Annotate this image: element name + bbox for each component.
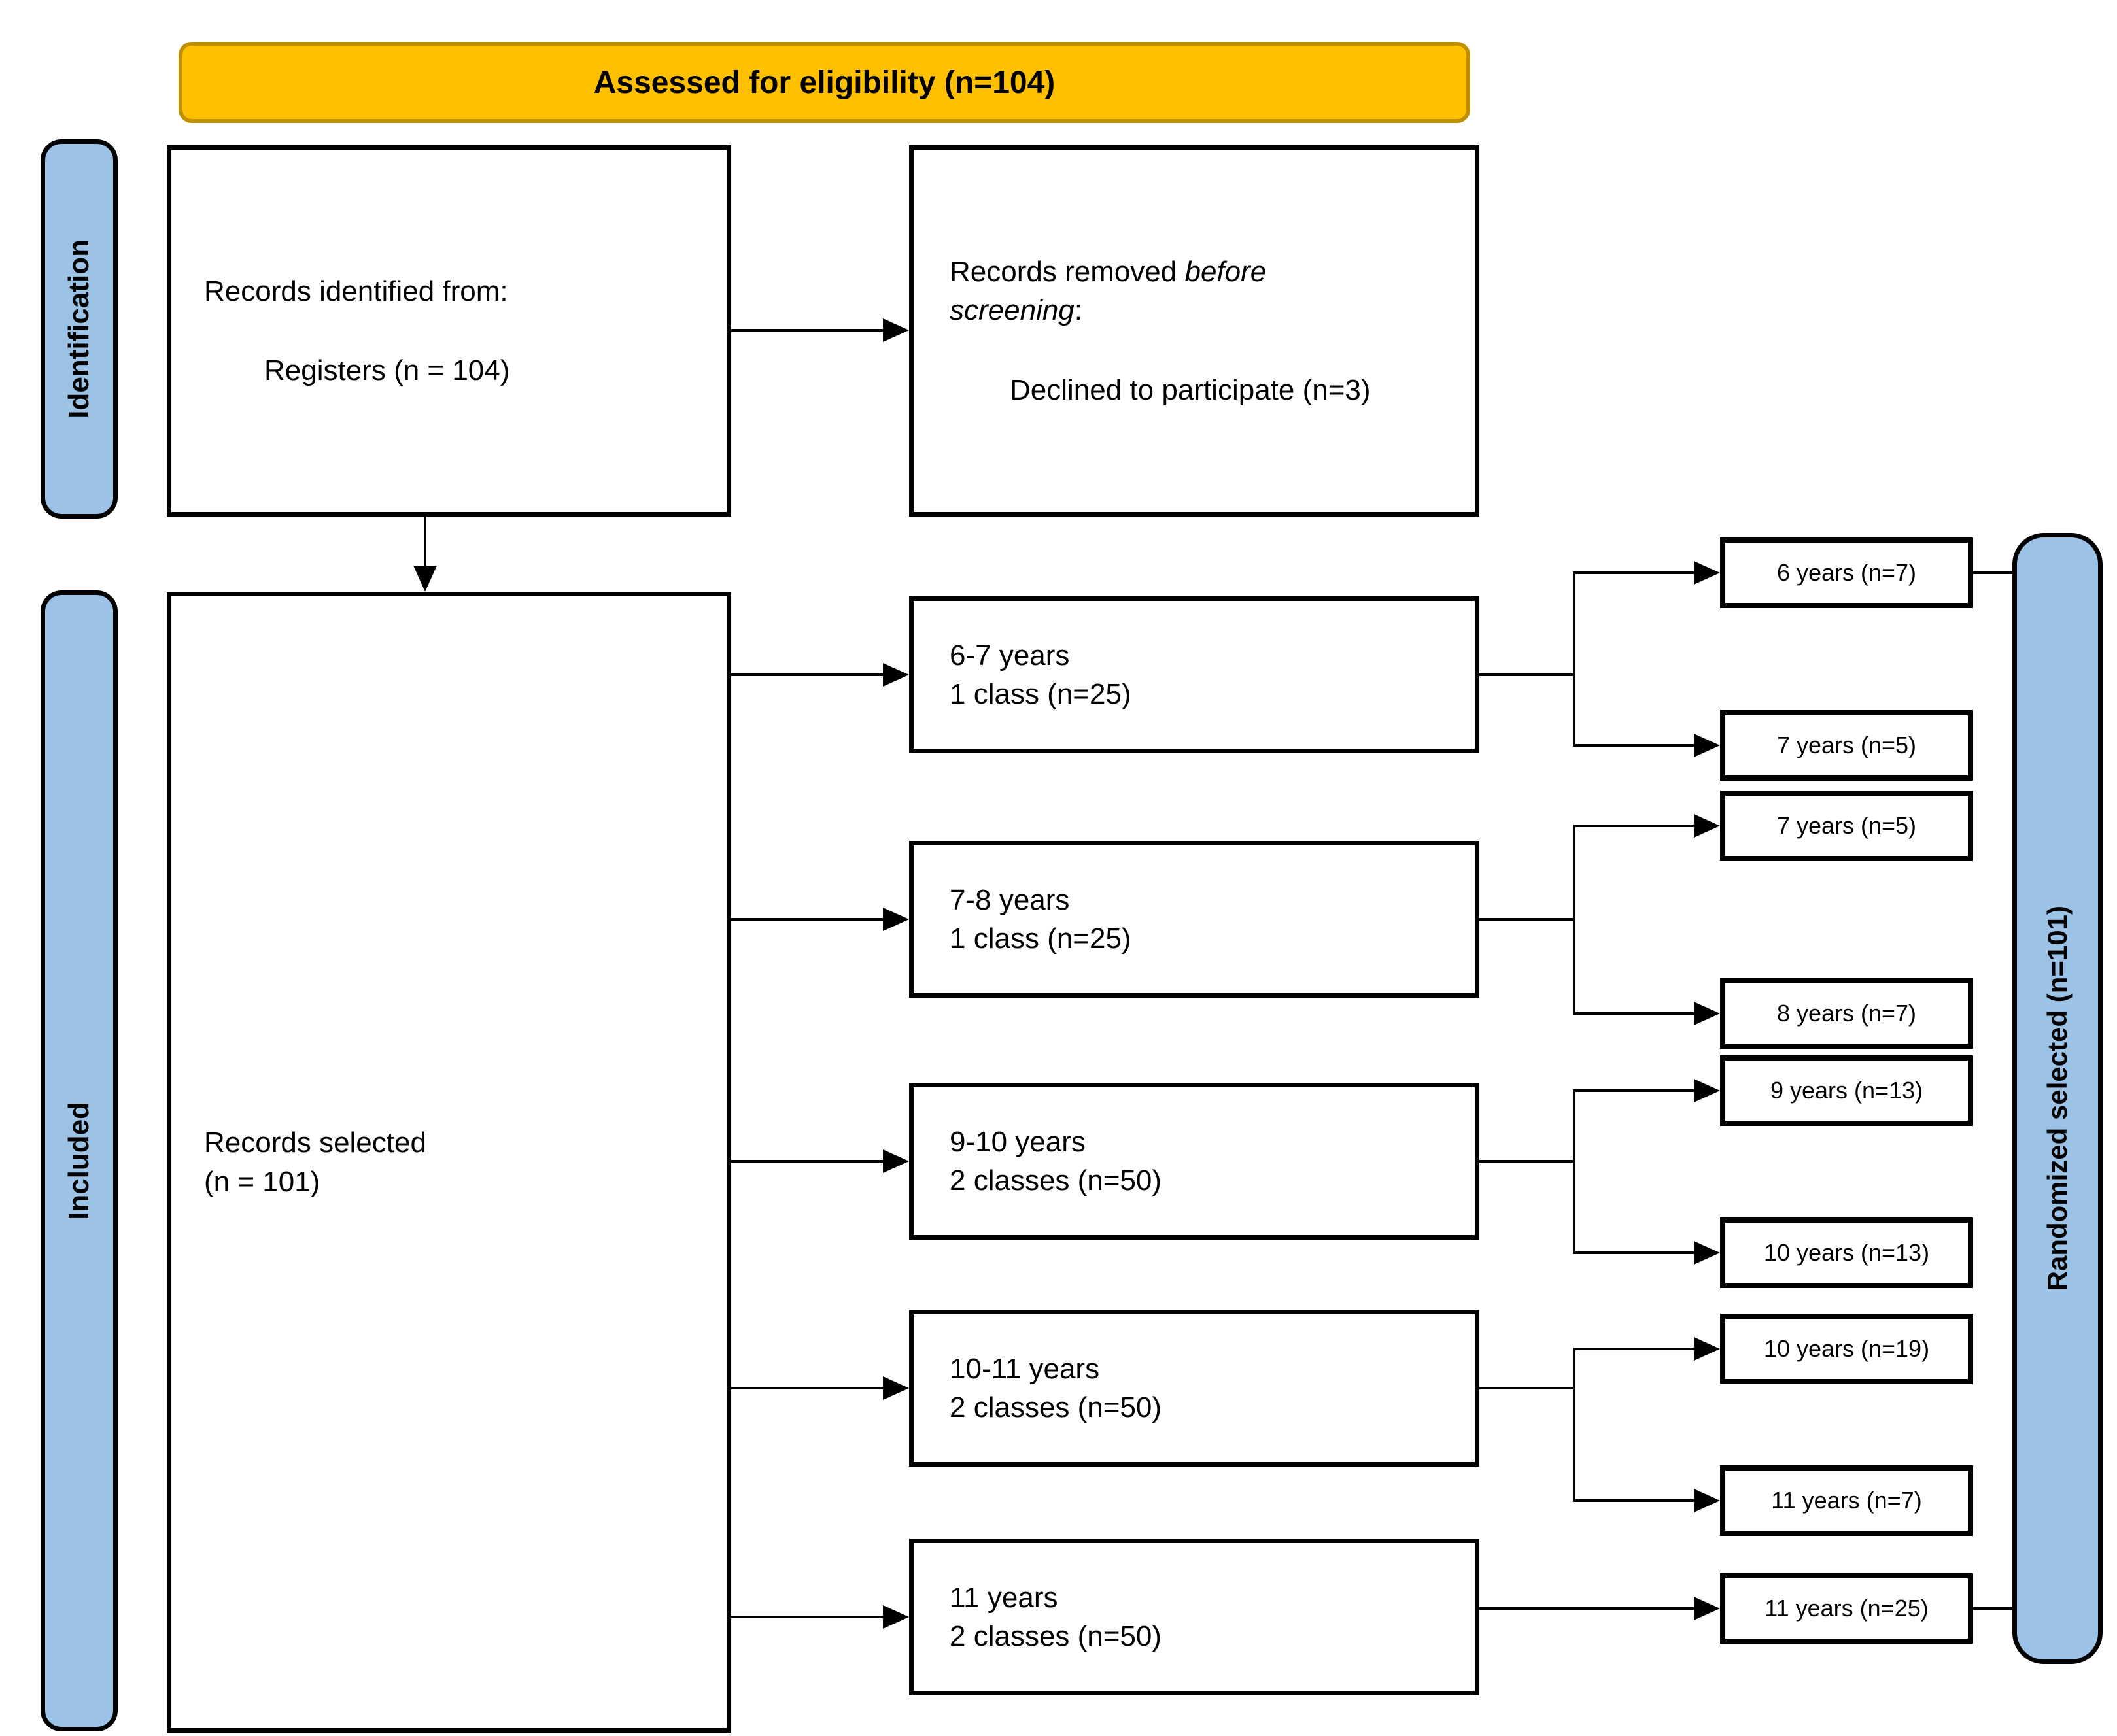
connector-line [1573, 1089, 1694, 1092]
age-group-box-10-11: 10-11 years 2 classes (n=50) [909, 1310, 1479, 1467]
age-range: 10-11 years [950, 1352, 1100, 1385]
connector-line [1479, 1387, 1575, 1389]
arrowhead [413, 566, 437, 592]
connector-line [1573, 1348, 1575, 1502]
connector-line [1573, 571, 1575, 747]
records-selected-line1: Records selected [204, 1127, 426, 1159]
outcome-box-8y7: 8 years (n=7) [1720, 978, 1973, 1049]
records-removed-line1: Records removed before screening: [950, 252, 1355, 330]
records-identified-box: Records identified from: Registers (n = … [167, 145, 731, 517]
arrowhead [1694, 734, 1720, 757]
records-removed-italic: before screening [950, 255, 1267, 327]
eligibility-banner-label: Assessed for eligibility (n=104) [593, 65, 1056, 100]
outcome-label: 9 years (n=13) [1770, 1077, 1923, 1104]
records-selected-line2: (n = 101) [204, 1165, 320, 1198]
outcome-label: 7 years (n=5) [1776, 732, 1917, 758]
connector-line [731, 1616, 883, 1618]
connector-line [1573, 1499, 1694, 1502]
stage-tab-identification-label: Identification [63, 239, 95, 418]
arrowhead [883, 1605, 909, 1629]
connector-line [1479, 1160, 1575, 1163]
age-group-box-6-7: 6-7 years 1 class (n=25) [909, 596, 1479, 753]
connector-line [424, 517, 426, 566]
connector-line [1573, 825, 1575, 1015]
age-group-box-9-10: 9-10 years 2 classes (n=50) [909, 1083, 1479, 1240]
stage-tab-included-label: Included [63, 1102, 95, 1220]
connector-line [731, 673, 883, 676]
outcome-box-9y13: 9 years (n=13) [1720, 1055, 1973, 1126]
arrowhead [883, 908, 909, 931]
age-range: 7-8 years [950, 883, 1070, 916]
arrowhead [883, 1149, 909, 1173]
connector-line [1479, 918, 1575, 921]
outcome-label: 7 years (n=5) [1776, 812, 1917, 839]
records-removed-post: : [1074, 294, 1083, 327]
arrowhead [1694, 1241, 1720, 1265]
connector-line [1573, 1251, 1694, 1254]
age-classes: 2 classes (n=50) [950, 1165, 1162, 1197]
records-identified-line2: Registers (n = 104) [264, 354, 510, 386]
randomized-selected-bar: Randomized selected (n=101) [2012, 533, 2103, 1664]
outcome-box-11y7: 11 years (n=7) [1720, 1465, 1973, 1536]
outcome-box-10y19: 10 years (n=19) [1720, 1314, 1973, 1384]
age-classes: 1 class (n=25) [950, 678, 1131, 710]
records-removed-line2: Declined to participate (n=3) [1010, 373, 1371, 406]
outcome-label: 6 years (n=7) [1776, 559, 1917, 586]
arrowhead [1694, 1597, 1720, 1620]
connector-line [731, 1387, 883, 1389]
outcome-box-7y5a: 7 years (n=5) [1720, 710, 1973, 781]
arrowhead [1694, 1489, 1720, 1512]
outcome-label: 10 years (n=19) [1763, 1335, 1930, 1362]
age-range: 9-10 years [950, 1125, 1086, 1158]
stage-tab-included: Included [41, 590, 118, 1731]
connector-line [1573, 744, 1694, 747]
age-group-box-11: 11 years 2 classes (n=50) [909, 1539, 1479, 1695]
arrowhead [883, 1376, 909, 1400]
arrowhead [1694, 1337, 1720, 1361]
arrowhead [883, 318, 909, 342]
randomized-selected-label: Randomized selected (n=101) [2042, 906, 2073, 1291]
age-group-box-7-8: 7-8 years 1 class (n=25) [909, 841, 1479, 998]
records-removed-box: Records removed before screening: Declin… [909, 145, 1479, 517]
connector-line [1573, 1089, 1575, 1254]
arrowhead [1694, 561, 1720, 585]
connector-line [1573, 1348, 1694, 1350]
arrowhead [1694, 1079, 1720, 1102]
age-classes: 1 class (n=25) [950, 923, 1131, 955]
eligibility-banner: Assessed for eligibility (n=104) [179, 42, 1470, 123]
connector-line [731, 918, 883, 921]
age-classes: 2 classes (n=50) [950, 1391, 1162, 1423]
outcome-box-11y25: 11 years (n=25) [1720, 1573, 1973, 1644]
connector-line [1573, 825, 1694, 827]
age-range: 6-7 years [950, 639, 1070, 672]
connector-line [1479, 673, 1575, 676]
outcome-box-10y13: 10 years (n=13) [1720, 1217, 1973, 1288]
outcome-box-7y5b: 7 years (n=5) [1720, 791, 1973, 861]
connector-line [1973, 1607, 2012, 1610]
stage-tab-identification: Identification [41, 139, 118, 519]
arrowhead [1694, 814, 1720, 838]
records-removed-pre: Records removed [950, 255, 1185, 288]
connector-line [731, 329, 883, 332]
outcome-box-6y7: 6 years (n=7) [1720, 537, 1973, 608]
age-classes: 2 classes (n=50) [950, 1620, 1162, 1652]
connector-line [1479, 1607, 1694, 1610]
connector-line [1573, 1012, 1694, 1015]
arrowhead [1694, 1002, 1720, 1025]
outcome-label: 11 years (n=7) [1771, 1487, 1922, 1514]
connector-line [1573, 571, 1694, 574]
outcome-label: 10 years (n=13) [1763, 1239, 1930, 1266]
outcome-label: 8 years (n=7) [1776, 1000, 1917, 1027]
arrowhead [883, 663, 909, 687]
records-identified-line1: Records identified from: [204, 275, 508, 307]
age-range: 11 years [950, 1581, 1058, 1614]
connector-line [1973, 571, 2012, 574]
connector-line [731, 1160, 883, 1163]
outcome-label: 11 years (n=25) [1764, 1595, 1929, 1622]
records-selected-box: Records selected (n = 101) [167, 592, 731, 1733]
